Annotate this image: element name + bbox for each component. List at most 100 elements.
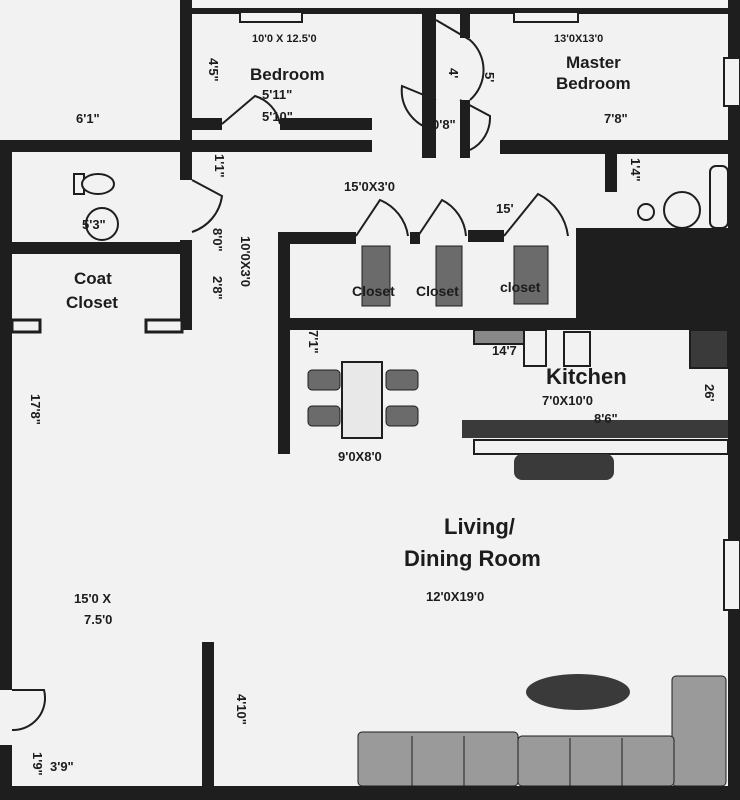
stove bbox=[689, 329, 729, 369]
meas-5: 5' bbox=[482, 72, 497, 83]
closet-rack-2 bbox=[435, 245, 463, 307]
meas-7-1: 7'1" bbox=[306, 330, 321, 354]
sofa-chaise bbox=[671, 675, 727, 787]
toilet-bowl bbox=[81, 173, 115, 195]
wall-coat-right bbox=[180, 240, 192, 330]
chair-2 bbox=[307, 405, 341, 427]
kitchen-sink bbox=[563, 331, 591, 367]
wall-bed-bottom-c bbox=[192, 140, 372, 152]
hall-size-1: 15'0 X bbox=[74, 591, 112, 606]
bedroom-title: Bedroom bbox=[250, 65, 325, 84]
hallway-size: 10'0X3'0 bbox=[238, 236, 253, 288]
window-master bbox=[513, 11, 579, 23]
meas-5-11: 5'11" bbox=[262, 87, 293, 102]
meas-14-7: 14'7 bbox=[492, 343, 517, 358]
coat-closet-title-1: Coat bbox=[74, 269, 112, 288]
meas-1-4: 1'4" bbox=[628, 158, 643, 182]
wall-hall-left bbox=[278, 232, 290, 454]
wall-bath-bottom bbox=[12, 242, 182, 254]
meas-5-10: 5'10" bbox=[262, 109, 293, 124]
window-living bbox=[723, 539, 740, 611]
kitchen-size: 7'0X10'0 bbox=[542, 393, 594, 408]
door-closet-1 bbox=[355, 198, 409, 237]
coffee-table bbox=[526, 674, 630, 710]
tv-console bbox=[514, 454, 614, 480]
wall-bedroom-divider-b bbox=[460, 8, 470, 38]
meas-7-8: 7'8" bbox=[604, 111, 628, 126]
wall-master-bottom bbox=[500, 140, 740, 154]
kitchen-counter bbox=[462, 420, 728, 438]
wall-right bbox=[728, 140, 740, 540]
door-closet-2 bbox=[417, 198, 467, 237]
meas-15: 15' bbox=[496, 201, 514, 216]
meas-3-9: 3'9" bbox=[50, 759, 74, 774]
dining-table bbox=[341, 361, 383, 439]
meas-1-1: 1'1" bbox=[212, 154, 227, 178]
wall-bath-right-a bbox=[180, 140, 192, 180]
sofa-right bbox=[517, 735, 675, 787]
wall-left-top bbox=[0, 140, 180, 152]
wall-closet-top-c bbox=[468, 230, 504, 242]
wall-bedroom-divider-c bbox=[460, 100, 470, 158]
dining-set bbox=[307, 361, 419, 439]
bath-toilet bbox=[637, 203, 655, 221]
sink-small bbox=[85, 207, 119, 241]
closet-racks bbox=[361, 245, 549, 307]
door-master bbox=[459, 99, 492, 151]
fixtures bbox=[73, 165, 729, 369]
closet-rack-3 bbox=[513, 245, 549, 305]
bedroom-size: 10'0 X 12.5'0 bbox=[252, 33, 317, 45]
wall-closet-top-b bbox=[410, 232, 420, 244]
living-title-1: Living/ bbox=[444, 514, 515, 539]
kitchen-title: Kitchen bbox=[546, 364, 627, 389]
closet-rack-1 bbox=[361, 245, 391, 307]
windows bbox=[239, 11, 740, 611]
living-size: 12'0X19'0 bbox=[426, 589, 485, 604]
closet-label-2: Closet bbox=[416, 283, 459, 299]
coat-stub-left bbox=[10, 318, 42, 334]
wall-right-bottom bbox=[728, 610, 740, 800]
dining-size: 9'0X8'0 bbox=[338, 449, 382, 464]
meas-17-8: 17'8" bbox=[28, 394, 43, 425]
closet-label-3: closet bbox=[500, 279, 541, 295]
window-bedroom bbox=[239, 11, 303, 23]
meas-26: 26' bbox=[702, 384, 717, 402]
chair-3 bbox=[385, 369, 419, 391]
meas-6-1: 6'1" bbox=[76, 111, 100, 126]
meas-8-6: 8'6" bbox=[594, 411, 618, 426]
closets-size: 15'0X3'0 bbox=[344, 179, 396, 194]
door-closet-master bbox=[400, 84, 437, 131]
living-furniture bbox=[357, 454, 727, 787]
wall-closet-top-a bbox=[278, 232, 356, 244]
wall-bedroom-divider-a bbox=[422, 8, 436, 158]
master-title-2: Bedroom bbox=[556, 74, 631, 93]
coat-stub-right bbox=[144, 318, 184, 334]
door-bath bbox=[191, 179, 224, 233]
bathtub bbox=[709, 165, 729, 229]
door-swings bbox=[11, 19, 569, 732]
meas-5-3: 5'3" bbox=[82, 217, 106, 232]
chair-4 bbox=[385, 405, 419, 427]
hall-size-2: 7.5'0 bbox=[84, 612, 113, 627]
wall-bed-bottom-a bbox=[192, 118, 222, 130]
meas-4: 4' bbox=[446, 68, 461, 79]
wall-stub-bath bbox=[605, 154, 617, 192]
kitchen-bar bbox=[473, 439, 729, 455]
window-master-side bbox=[723, 57, 740, 107]
wall-bedroom-left bbox=[180, 0, 192, 140]
coat-closet-title-2: Closet bbox=[66, 293, 118, 312]
wall-left bbox=[0, 140, 12, 690]
wall-bed-bottom-b bbox=[280, 118, 372, 130]
wall-interior-bottom bbox=[202, 642, 214, 788]
fridge bbox=[523, 329, 547, 367]
master-size: 13'0X13'0 bbox=[554, 33, 604, 45]
wall-bottom bbox=[0, 786, 740, 800]
closet-label-1: Closet bbox=[352, 283, 395, 299]
kitchen-block bbox=[576, 228, 740, 320]
living-title-2: Dining Room bbox=[404, 546, 541, 571]
meas-8-0: 8'0" bbox=[210, 228, 225, 252]
counter-top bbox=[473, 329, 525, 345]
door-closet-3 bbox=[503, 192, 569, 237]
